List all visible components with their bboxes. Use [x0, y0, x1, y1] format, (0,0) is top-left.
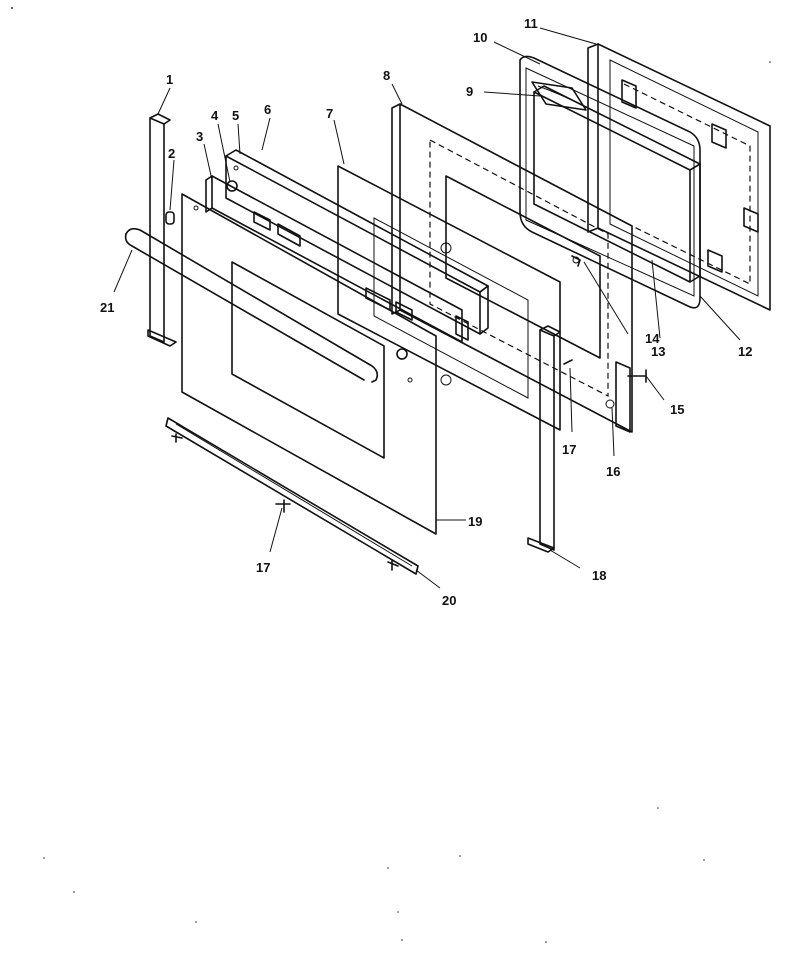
vent-trim: [205, 175, 469, 343]
right-side-trim: [527, 325, 631, 553]
callout-18: 18: [592, 568, 606, 583]
callout-21: 21: [100, 300, 114, 315]
callout-labels: 1 2 3 4 5 6 7 8 9 10 11 12 13 14 15 16 1…: [100, 16, 752, 608]
callout-5: 5: [232, 108, 239, 123]
callout-6: 6: [264, 102, 271, 117]
callout-17-upper: 17: [562, 442, 576, 457]
liner-clip: [571, 255, 581, 267]
insulation-piece: [531, 81, 587, 111]
callout-11: 11: [524, 16, 538, 31]
inner-glass-pack: [533, 85, 701, 283]
leader-lines: [113, 27, 741, 589]
callout-4: 4: [211, 108, 219, 123]
left-side-trim: [147, 113, 177, 347]
callout-10: 10: [473, 30, 487, 45]
callout-19: 19: [468, 514, 482, 529]
callout-14: 14: [645, 331, 660, 346]
callout-20: 20: [442, 593, 456, 608]
outer-door-panel: [181, 193, 437, 535]
callout-7: 7: [326, 106, 333, 121]
door-back-frame: [587, 43, 771, 311]
bottom-trim-strip: [165, 359, 573, 575]
callout-3: 3: [196, 129, 203, 144]
callout-17-lower: 17: [256, 560, 270, 575]
callout-13: 13: [651, 344, 665, 359]
door-gasket: [519, 55, 701, 309]
callout-12: 12: [738, 344, 752, 359]
scan-specks: [11, 7, 771, 943]
door-inner-liner: [391, 103, 633, 433]
door-handle: [124, 227, 379, 383]
callout-15: 15: [670, 402, 684, 417]
callout-2: 2: [168, 146, 175, 161]
callout-9: 9: [466, 84, 473, 99]
inner-glass-panel: [337, 165, 561, 431]
callout-1: 1: [166, 72, 173, 87]
callout-8: 8: [383, 68, 390, 83]
callout-16: 16: [606, 464, 620, 479]
